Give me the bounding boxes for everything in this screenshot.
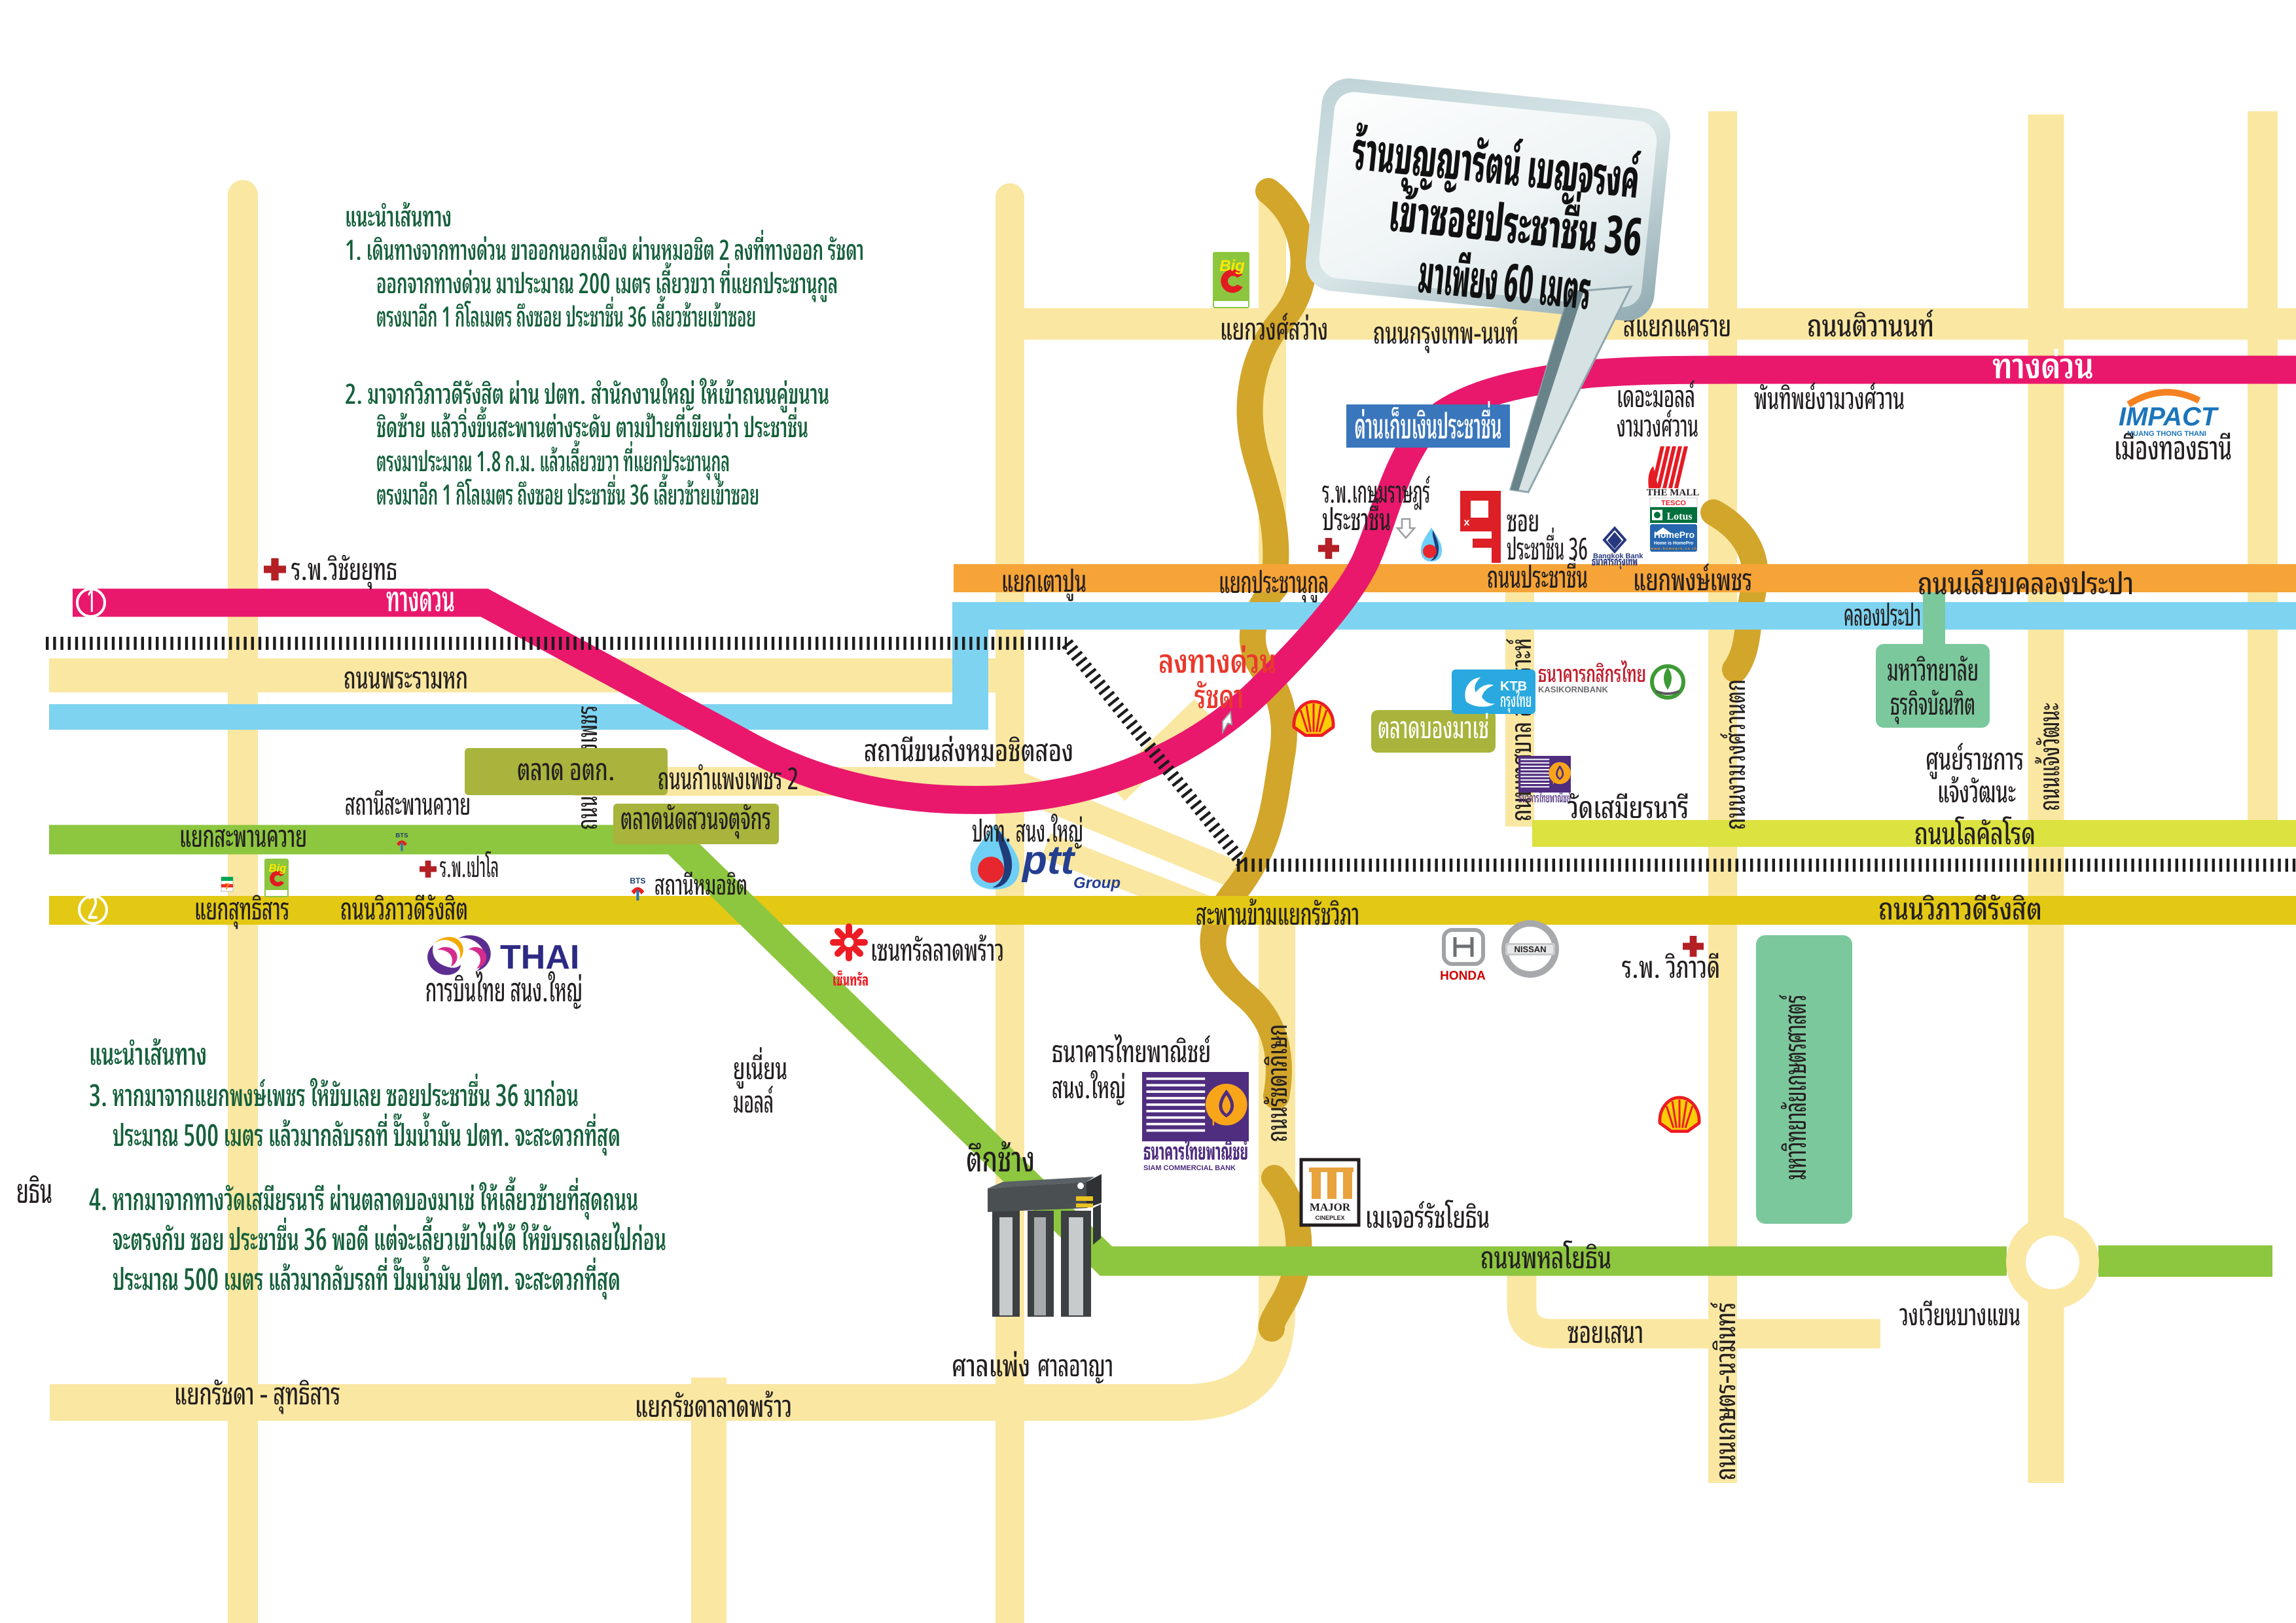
svg-text:MAJOR: MAJOR (1310, 1201, 1351, 1213)
svg-text:w w w . h o m e p r o . c o .: w w w . h o m e p r o . c o . t h (1650, 547, 1696, 551)
svg-text:x: x (1464, 517, 1470, 528)
svg-text:Group: Group (1073, 874, 1121, 892)
svg-text:CINEPLEX: CINEPLEX (1315, 1215, 1344, 1221)
svg-text:BTS: BTS (630, 876, 645, 885)
svg-text:TESCO: TESCO (1661, 499, 1686, 507)
svg-text:MUANG THONG THANI: MUANG THONG THANI (2127, 430, 2206, 438)
svg-text:THAI: THAI (500, 938, 579, 976)
svg-text:Big: Big (1219, 257, 1245, 275)
svg-text:HONDA: HONDA (1440, 969, 1486, 983)
svg-text:BTS: BTS (395, 832, 408, 840)
svg-text:Bangkok Bank: Bangkok Bank (1593, 552, 1643, 560)
svg-text:Home is HomePro: Home is HomePro (1654, 541, 1693, 546)
svg-text:ptt: ptt (1021, 838, 1076, 883)
svg-text:Big: Big (269, 862, 287, 874)
svg-text:7: 7 (224, 881, 230, 891)
svg-text:HomePro: HomePro (1654, 529, 1695, 540)
svg-text:IMPACT: IMPACT (2119, 402, 2219, 431)
svg-text:NISSAN: NISSAN (1514, 944, 1546, 954)
svg-text:KASIKORNBANK: KASIKORNBANK (1538, 685, 1609, 694)
svg-text:SIAM COMMERCIAL BANK: SIAM COMMERCIAL BANK (1143, 1164, 1236, 1172)
svg-text:THE MALL: THE MALL (1647, 488, 1699, 498)
svg-text:Lotus: Lotus (1666, 511, 1692, 522)
svg-text:KTB: KTB (1500, 679, 1527, 694)
